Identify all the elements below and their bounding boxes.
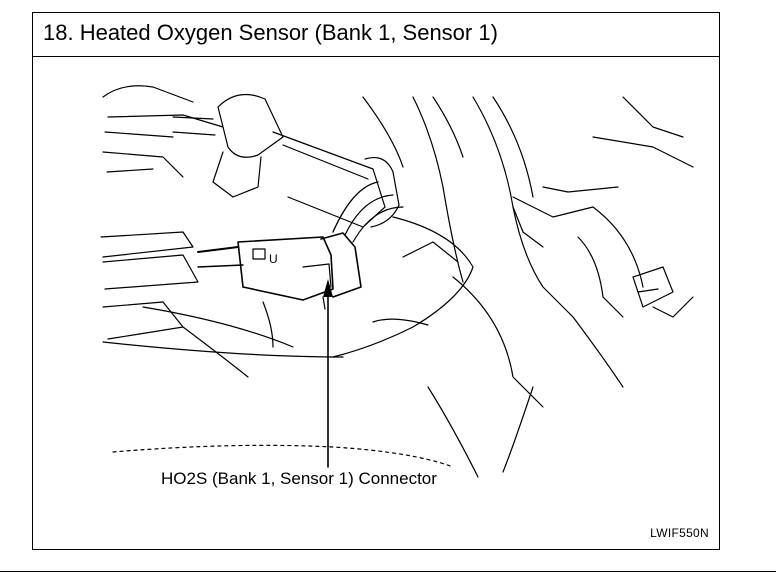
figure-title: 18. Heated Oxygen Sensor (Bank 1, Sensor… bbox=[43, 20, 498, 45]
engine-illustration: U bbox=[100, 85, 694, 478]
page-divider bbox=[0, 571, 776, 572]
title-bar: 18. Heated Oxygen Sensor (Bank 1, Sensor… bbox=[33, 13, 719, 57]
connector-callout-label: HO2S (Bank 1, Sensor 1) Connector bbox=[161, 469, 437, 488]
figure-code: LWIF550N bbox=[650, 526, 709, 540]
svg-text:U: U bbox=[269, 252, 278, 266]
figure-frame: 18. Heated Oxygen Sensor (Bank 1, Sensor… bbox=[32, 12, 720, 550]
